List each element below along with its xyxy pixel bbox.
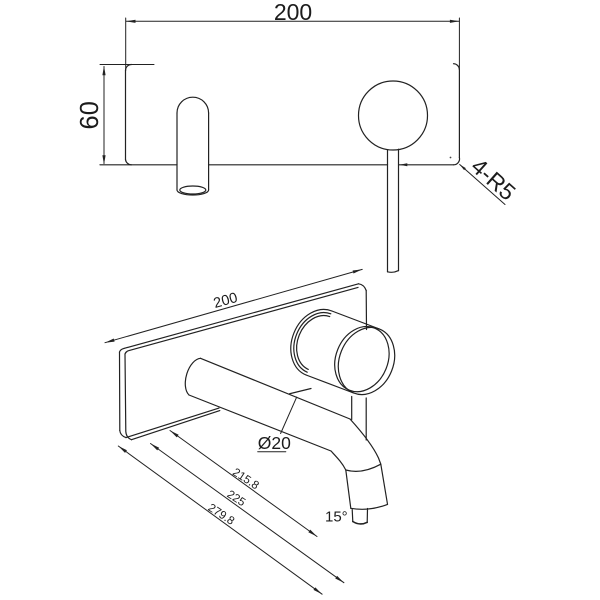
svg-text:225: 225 [225,489,248,510]
svg-text:Ø20: Ø20 [258,433,291,453]
svg-text:15°: 15° [325,509,348,526]
svg-text:215.8: 215.8 [230,466,261,492]
svg-text:4-R5: 4-R5 [466,153,521,206]
svg-text:200: 200 [212,290,240,312]
svg-text:279.8: 279.8 [206,502,237,528]
svg-text:200: 200 [274,0,312,25]
svg-text:60: 60 [76,101,104,129]
